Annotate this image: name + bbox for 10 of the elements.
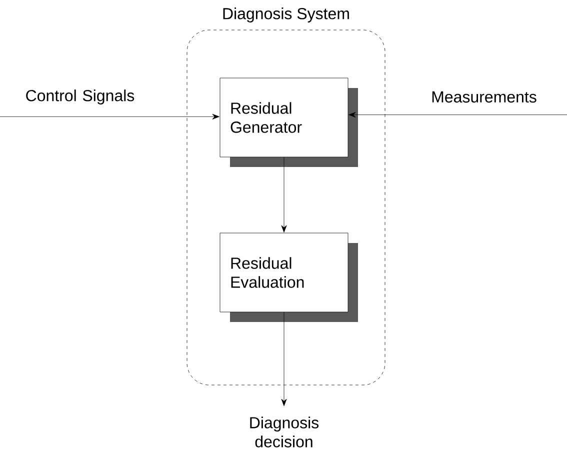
arrow (281, 157, 287, 232)
process-box: Residual Generator (220, 78, 358, 167)
signal-label: Control Signals (26, 90, 134, 104)
signal-label: Diagnosis decision (250, 416, 319, 448)
process-box: Residual Evaluation (220, 232, 358, 322)
arrow (0, 114, 220, 120)
signal-label: Measurements (432, 91, 536, 103)
arrow (281, 312, 287, 406)
node-label: Diagnosis System (223, 8, 349, 22)
arrow (348, 112, 567, 118)
